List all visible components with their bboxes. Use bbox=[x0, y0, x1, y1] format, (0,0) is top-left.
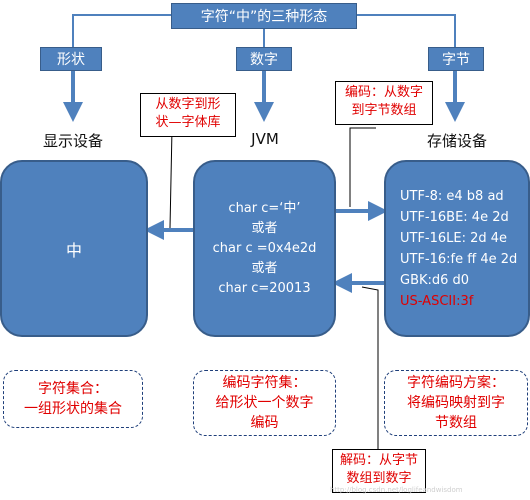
jvm-line: char c =0x4e2d bbox=[212, 240, 317, 256]
jvm-box: char c=‘中’ 或者 char c =0x4e2d 或者 char c=2… bbox=[193, 160, 336, 337]
note-encoding-scheme: 字符编码方案： 将编码映射到字 节数组 bbox=[384, 370, 528, 436]
note-charset: 字符集合： 一组形状的集合 bbox=[3, 370, 143, 428]
jvm-line: 或者 bbox=[251, 260, 278, 276]
callout-pointer-decode bbox=[361, 286, 379, 449]
callout-line: 解码：从字节 bbox=[339, 453, 418, 468]
callout-line: 编码：从数字 bbox=[344, 85, 423, 100]
callout-line: 从数字到形 bbox=[155, 97, 221, 112]
jvm-line: char c=‘中’ bbox=[228, 200, 301, 216]
callout-font-library: 从数字到形 状—字体库 bbox=[140, 93, 236, 137]
encoding-line: UTF-16:fe ff 4e 2d bbox=[400, 251, 518, 267]
note-line: 节数组 bbox=[435, 415, 477, 431]
encoding-line-ascii: US-ASCII:3f bbox=[400, 293, 474, 309]
encoding-line: GBK:d6 d0 bbox=[400, 272, 470, 288]
callout-line: 到字节数组 bbox=[351, 103, 417, 118]
encoding-line: UTF-16BE: 4e 2d bbox=[400, 209, 509, 225]
callout-encode: 编码：从数字 到字节数组 bbox=[335, 81, 433, 125]
diagram-title: 字符“中”的三种形态 bbox=[171, 3, 357, 29]
callout-line: 状—字体库 bbox=[155, 115, 221, 130]
label-jvm: JVM bbox=[251, 130, 279, 148]
note-line: 编码 bbox=[250, 415, 279, 431]
encoding-line: UTF-16LE: 2d 4e bbox=[400, 230, 508, 246]
category-number: 数字 bbox=[236, 47, 292, 71]
label-storage-device: 存储设备 bbox=[426, 132, 487, 150]
note-line: 字符编码方案： bbox=[407, 375, 505, 391]
note-coded-charset: 编码字符集： 给形状一个数字 编码 bbox=[193, 370, 336, 436]
callout-pointer-font bbox=[169, 128, 192, 229]
callout-decode: 解码：从字节 数组到数字 bbox=[332, 449, 426, 493]
storage-device-box: UTF-8: e4 b8 ad UTF-16BE: 4e 2d UTF-16LE… bbox=[384, 160, 530, 337]
category-bytes: 字节 bbox=[428, 47, 484, 71]
encoding-line: UTF-8: e4 b8 ad bbox=[400, 188, 504, 204]
note-line: 将编码映射到字 bbox=[407, 395, 505, 411]
note-line: 字符集合： bbox=[38, 381, 108, 397]
display-char: 中 bbox=[65, 240, 82, 260]
note-line: 编码字符集： bbox=[222, 375, 307, 391]
callout-pointer-encode bbox=[349, 127, 376, 207]
category-shape: 形状 bbox=[40, 47, 102, 71]
note-line: 一组形状的集合 bbox=[24, 401, 122, 417]
callout-line: 数组到数字 bbox=[346, 471, 412, 486]
note-line: 给形状一个数字 bbox=[215, 395, 314, 411]
display-device-box: 中 bbox=[0, 160, 148, 337]
watermark: http://blog.csdn.net/loglifeandwisdom bbox=[330, 486, 463, 494]
label-display-device: 显示设备 bbox=[42, 132, 103, 150]
jvm-line: 或者 bbox=[251, 220, 278, 236]
jvm-line: char c=20013 bbox=[218, 280, 311, 296]
